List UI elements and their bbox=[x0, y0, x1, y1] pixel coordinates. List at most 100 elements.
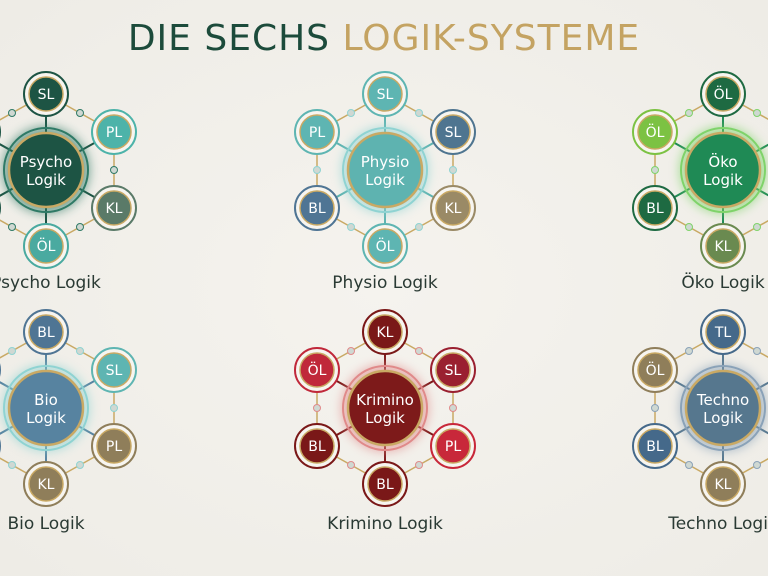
satellite-node[interactable]: KL bbox=[362, 309, 408, 355]
connector-node bbox=[347, 347, 355, 355]
satellite-node[interactable]: PL bbox=[294, 109, 340, 155]
satellite-node[interactable]: SL bbox=[91, 347, 137, 393]
satellite-node[interactable]: ÖL bbox=[632, 109, 678, 155]
hub-label-line2: Logik bbox=[703, 171, 743, 189]
satellite-node[interactable]: KL bbox=[700, 461, 746, 507]
hub-circle[interactable] bbox=[346, 131, 424, 209]
satellite-node[interactable]: ÖL bbox=[294, 347, 340, 393]
satellite-node[interactable]: BL bbox=[23, 309, 69, 355]
connector-node bbox=[415, 461, 423, 469]
hub-circle[interactable] bbox=[7, 369, 85, 447]
connector-node bbox=[313, 404, 321, 412]
satellite-node[interactable]: SL bbox=[430, 347, 476, 393]
satellite-node[interactable]: PL bbox=[91, 423, 137, 469]
satellite-label: SL bbox=[106, 363, 123, 379]
connector-node bbox=[753, 347, 761, 355]
satellite-label: SL bbox=[445, 363, 462, 379]
satellite-node[interactable]: ÖL bbox=[362, 223, 408, 269]
system-name: Krimino Logik bbox=[327, 514, 443, 534]
satellite-label: SL bbox=[38, 87, 55, 103]
satellite-label: ÖL bbox=[308, 361, 327, 379]
connector-node bbox=[347, 223, 355, 231]
satellite-node[interactable]: BL bbox=[294, 423, 340, 469]
satellite-label: ÖL bbox=[646, 123, 665, 141]
connector-node bbox=[8, 347, 16, 355]
satellite-node[interactable]: PL bbox=[430, 423, 476, 469]
satellite-label: KL bbox=[445, 201, 462, 217]
system-name: Psycho Logik bbox=[0, 273, 101, 293]
satellite-node[interactable]: BL bbox=[632, 185, 678, 231]
connector-node bbox=[753, 461, 761, 469]
hub-label-line2: Logik bbox=[703, 409, 743, 427]
satellite-node[interactable]: PL bbox=[91, 109, 137, 155]
connector-node bbox=[753, 109, 761, 117]
hub-label-line1: Techno bbox=[696, 391, 749, 409]
hub-label-line2: Logik bbox=[26, 171, 66, 189]
satellite-node[interactable]: ÖL bbox=[632, 347, 678, 393]
hub-circle[interactable] bbox=[346, 369, 424, 447]
connector-node bbox=[76, 223, 84, 231]
hub-ring bbox=[342, 365, 428, 451]
satellite-label: BL bbox=[308, 439, 326, 455]
connector-node bbox=[8, 223, 16, 231]
satellite-label: SL bbox=[445, 125, 462, 141]
system-name: Physio Logik bbox=[332, 273, 438, 293]
satellite-node[interactable]: BL bbox=[632, 423, 678, 469]
hub-label-line1: Krimino bbox=[356, 391, 414, 409]
satellite-node[interactable]: KL bbox=[91, 185, 137, 231]
satellite-node[interactable]: SL bbox=[362, 71, 408, 117]
satellite-label: PL bbox=[445, 439, 461, 455]
satellite-label: KL bbox=[106, 201, 123, 217]
system-name: Techno Logik bbox=[667, 514, 768, 534]
satellite-label: BL bbox=[646, 201, 664, 217]
satellite-label: KL bbox=[715, 477, 732, 493]
hub-ring bbox=[680, 127, 766, 213]
satellite-node[interactable]: SL bbox=[23, 71, 69, 117]
hub-label-line2: Logik bbox=[365, 171, 405, 189]
hub-circle[interactable] bbox=[684, 369, 762, 447]
connector-node bbox=[76, 109, 84, 117]
page-title: DIE SECHS LOGIK-SYSTEME bbox=[0, 18, 768, 59]
satellite-node[interactable]: SL bbox=[430, 109, 476, 155]
satellite-node[interactable]: BL bbox=[362, 461, 408, 507]
hub-circle[interactable] bbox=[7, 131, 85, 209]
connector-node bbox=[685, 347, 693, 355]
satellite-label: PL bbox=[106, 125, 122, 141]
connector-node bbox=[449, 404, 457, 412]
connector-node bbox=[685, 223, 693, 231]
connector-node bbox=[110, 404, 118, 412]
title-part1: DIE SECHS bbox=[127, 18, 331, 59]
connector-node bbox=[651, 166, 659, 174]
satellite-label: BL bbox=[646, 439, 664, 455]
satellite-node[interactable]: KL bbox=[430, 185, 476, 231]
satellite-label: BL bbox=[376, 477, 394, 493]
satellite-label: ÖL bbox=[376, 237, 395, 255]
satellite-node[interactable]: ÖL bbox=[23, 223, 69, 269]
connector-node bbox=[76, 461, 84, 469]
satellite-label: ÖL bbox=[646, 361, 665, 379]
satellite-node[interactable]: KL bbox=[700, 223, 746, 269]
connector-node bbox=[8, 461, 16, 469]
satellite-label: BL bbox=[37, 325, 55, 341]
hub-label-line1: Bio bbox=[34, 391, 58, 409]
hub-ring bbox=[3, 365, 89, 451]
hub-label-line1: Öko bbox=[708, 152, 737, 171]
connector-node bbox=[449, 166, 457, 174]
satellite-node[interactable]: KL bbox=[23, 461, 69, 507]
satellite-node[interactable]: BL bbox=[294, 185, 340, 231]
satellite-node[interactable]: TL bbox=[700, 309, 746, 355]
satellite-label: ÖL bbox=[714, 85, 733, 103]
connector-node bbox=[685, 109, 693, 117]
hub-label-line2: Logik bbox=[365, 409, 405, 427]
hub-label-line2: Logik bbox=[26, 409, 66, 427]
connector-node bbox=[651, 404, 659, 412]
hub-circle[interactable] bbox=[684, 131, 762, 209]
connector-node bbox=[8, 109, 16, 117]
satellite-node[interactable]: ÖL bbox=[700, 71, 746, 117]
